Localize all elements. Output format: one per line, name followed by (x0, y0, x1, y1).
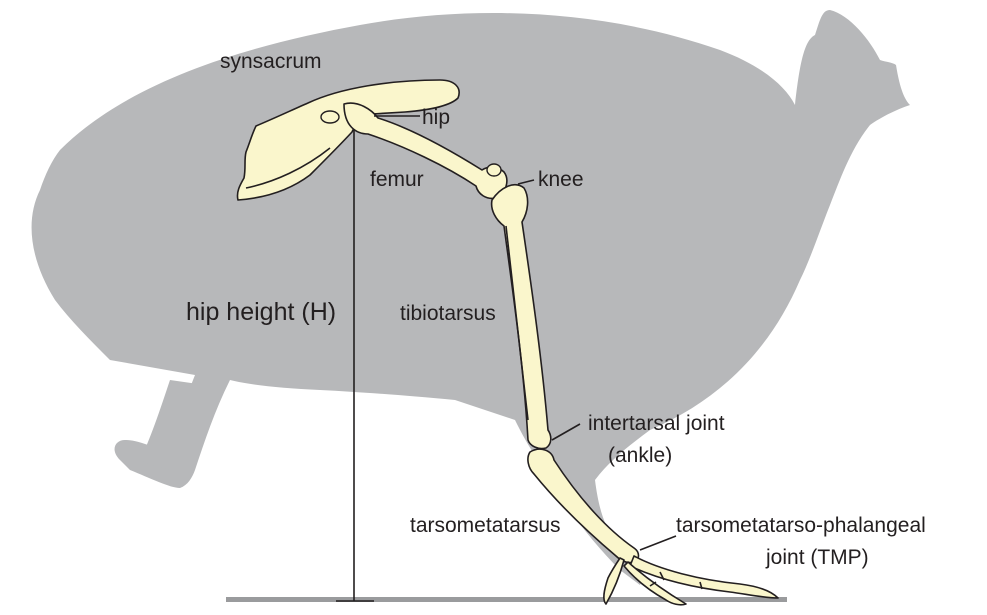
knee-label: knee (538, 168, 584, 191)
tmp-leader-line (640, 536, 676, 550)
intertarsal-joint-label-line2: (ankle) (608, 444, 672, 467)
tarsometatarsus-label: tarsometatarsus (410, 514, 561, 537)
tmp-joint-label-line1: tarsometatarso-phalangeal (676, 514, 926, 537)
femur-label: femur (370, 168, 424, 191)
acetabulum (321, 111, 339, 123)
tmp-joint-label-line2: joint (TMP) (765, 546, 869, 569)
bird-silhouette (32, 10, 910, 585)
intertarsal-joint-label-line1: intertarsal joint (588, 412, 725, 435)
hip-height-label: hip height (H) (186, 298, 336, 326)
femoral-condyle (487, 164, 501, 176)
tibiotarsus-label: tibiotarsus (400, 302, 496, 325)
hip-label: hip (422, 106, 450, 129)
ground-line (226, 597, 787, 602)
synsacrum-label: synsacrum (220, 50, 322, 73)
